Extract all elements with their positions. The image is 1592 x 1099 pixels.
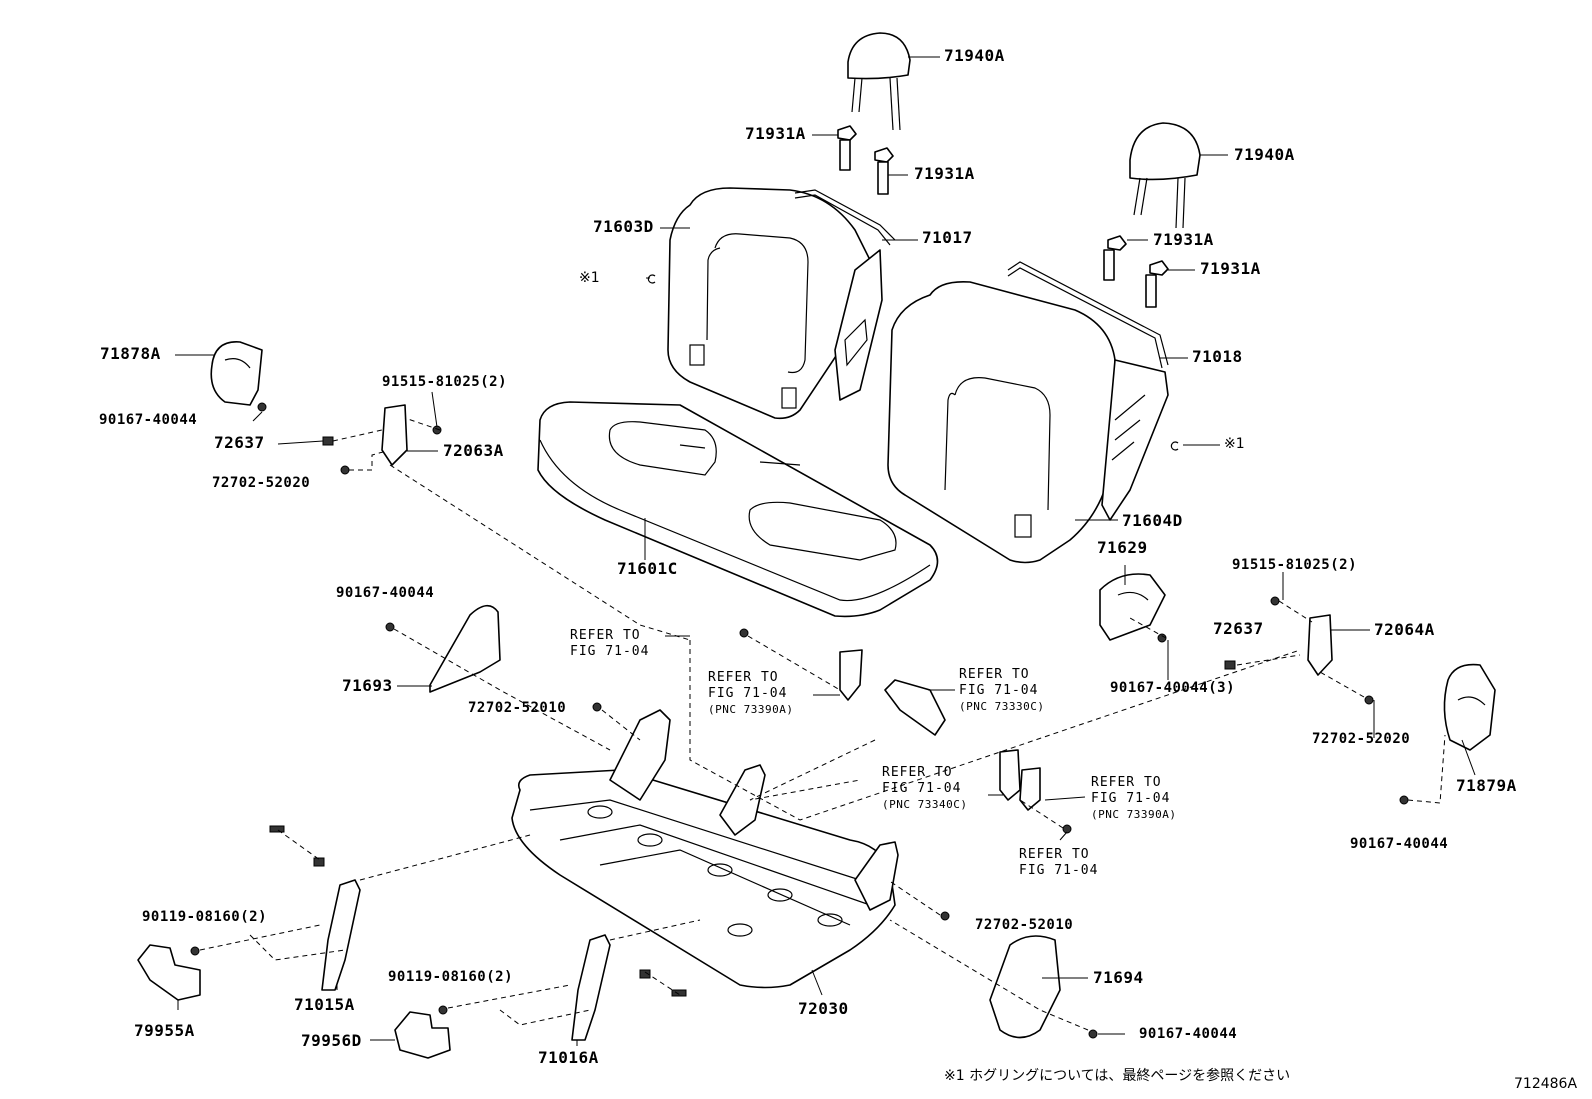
refer-to-fig-71-04-pnc-73390a[interactable]: REFER TO FIG 71-04 (PNC 73390A): [1091, 775, 1176, 823]
part-label-71931a[interactable]: 71931A: [1153, 230, 1214, 249]
part-label-71693[interactable]: 71693: [342, 676, 393, 695]
seat-frame: [511, 709, 899, 989]
part-label-72064a[interactable]: 72064A: [1374, 620, 1435, 639]
part-label-71015a[interactable]: 71015A: [294, 995, 355, 1014]
part-label-72637[interactable]: 72637: [1213, 619, 1264, 638]
refer-to-fig-71-04-pnc-73330c[interactable]: REFER TO FIG 71-04 (PNC 73330C): [959, 667, 1044, 715]
cover-79955A: [137, 944, 201, 1001]
cover-71693: [429, 604, 501, 693]
part-label-72030[interactable]: 72030: [798, 999, 849, 1018]
hinge-72063A: [381, 404, 408, 466]
part-label-72702-52020[interactable]: 72702-52020: [212, 475, 311, 491]
part-label-71604d[interactable]: 71604D: [1122, 511, 1183, 530]
refer-fig: FIG 71-04: [1019, 863, 1099, 878]
fasteners: [190, 402, 1409, 1039]
cover-71878A: [210, 341, 263, 406]
refer-to-fig-71-04[interactable]: REFER TO FIG 71-04: [570, 628, 649, 660]
anchor-71015A: [321, 879, 361, 991]
part-label-79956d[interactable]: 79956D: [301, 1031, 362, 1050]
part-label-90167-40044[interactable]: 90167-40044: [336, 585, 435, 601]
refer-fig: FIG 71-04: [882, 781, 962, 796]
part-label-72702-52010[interactable]: 72702-52010: [468, 700, 567, 716]
refer-to-fig-71-04[interactable]: REFER TO FIG 71-04: [1019, 847, 1098, 879]
part-label-90119-08160[interactable]: 90119-08160(2): [142, 909, 268, 925]
refer-to-fig-71-04-pnc-73390a[interactable]: REFER TO FIG 71-04 (PNC 73390A): [708, 670, 793, 718]
refer-pnc: (PNC 73390A): [708, 703, 794, 716]
part-label-90167-40044[interactable]: 90167-40044: [99, 412, 198, 428]
hog-ring-mark: ※1: [579, 270, 600, 286]
part-label-71931a[interactable]: 71931A: [1200, 259, 1261, 278]
part-label-79955a[interactable]: 79955A: [134, 1021, 195, 1040]
part-label-72702-52020[interactable]: 72702-52020: [1312, 731, 1411, 747]
part-label-71931a[interactable]: 71931A: [914, 164, 975, 183]
figure-id: 712486A: [1514, 1076, 1578, 1092]
part-label-72063a[interactable]: 72063A: [443, 441, 504, 460]
refer-line: REFER TO: [1019, 847, 1090, 862]
part-label-71603d[interactable]: 71603D: [593, 217, 654, 236]
part-label-91515-81025[interactable]: 91515-81025(2): [382, 374, 508, 390]
anchor-71016A: [571, 934, 611, 1041]
part-label-90167-40044[interactable]: 90167-40044: [1139, 1026, 1238, 1042]
part-label-71940a[interactable]: 71940A: [944, 46, 1005, 65]
refer-pnc: (PNC 73330C): [959, 700, 1045, 713]
refer-line: REFER TO: [1091, 775, 1162, 790]
headrest-supports: [837, 125, 1169, 308]
part-label-71018[interactable]: 71018: [1192, 347, 1243, 366]
hinge-72064A: [1307, 614, 1333, 676]
part-label-71931a[interactable]: 71931A: [745, 124, 806, 143]
seat-cushion: [537, 401, 939, 618]
part-label-91515-81025[interactable]: 91515-81025(2): [1232, 557, 1358, 573]
refer-line: REFER TO: [959, 667, 1030, 682]
part-label-72702-52010[interactable]: 72702-52010: [975, 917, 1074, 933]
cover-71879A: [1443, 663, 1496, 751]
refer-line: REFER TO: [570, 628, 641, 643]
part-label-71878a[interactable]: 71878A: [100, 344, 161, 363]
refer-pnc: (PNC 73340C): [882, 798, 968, 811]
refer-to-fig-71-04-pnc-73340c[interactable]: REFER TO FIG 71-04 (PNC 73340C): [882, 765, 967, 813]
seatback-right: [887, 261, 1169, 564]
refer-line: REFER TO: [882, 765, 953, 780]
refer-line: REFER TO: [708, 670, 779, 685]
belt-buckles: [839, 649, 1041, 811]
refer-fig: FIG 71-04: [1091, 791, 1171, 806]
refer-fig: FIG 71-04: [570, 644, 650, 659]
part-label-71940a[interactable]: 71940A: [1234, 145, 1295, 164]
refer-pnc: (PNC 73390A): [1091, 808, 1177, 821]
assembly-dashed-lines: [199, 417, 1446, 1031]
hog-ring-icons: [647, 274, 1179, 451]
headrest-right: [1129, 122, 1201, 229]
hog-ring-footnote: ※1 ホグリングについては、最終ページを参照ください: [944, 1068, 1291, 1084]
part-label-90167-40044[interactable]: 90167-40044: [1350, 836, 1449, 852]
part-label-71017[interactable]: 71017: [922, 228, 973, 247]
part-label-71694[interactable]: 71694: [1093, 968, 1144, 987]
part-label-71601c[interactable]: 71601C: [617, 559, 678, 578]
cover-71694: [989, 935, 1061, 1039]
part-label-72637[interactable]: 72637: [214, 433, 265, 452]
leader-lines: [175, 56, 1476, 1046]
refer-fig: FIG 71-04: [708, 686, 788, 701]
cover-71629: [1099, 573, 1166, 641]
part-label-71629[interactable]: 71629: [1097, 538, 1148, 557]
refer-fig: FIG 71-04: [959, 683, 1039, 698]
part-label-90119-08160[interactable]: 90119-08160(2): [388, 969, 514, 985]
headrest-left: [847, 32, 911, 131]
seatback-left: [667, 187, 896, 420]
part-label-71016a[interactable]: 71016A: [538, 1048, 599, 1067]
cover-79956D: [394, 1011, 451, 1059]
hog-ring-mark: ※1: [1224, 436, 1245, 452]
part-label-90167-40044[interactable]: 90167-40044(3): [1110, 680, 1236, 696]
part-label-71879a[interactable]: 71879A: [1456, 776, 1517, 795]
